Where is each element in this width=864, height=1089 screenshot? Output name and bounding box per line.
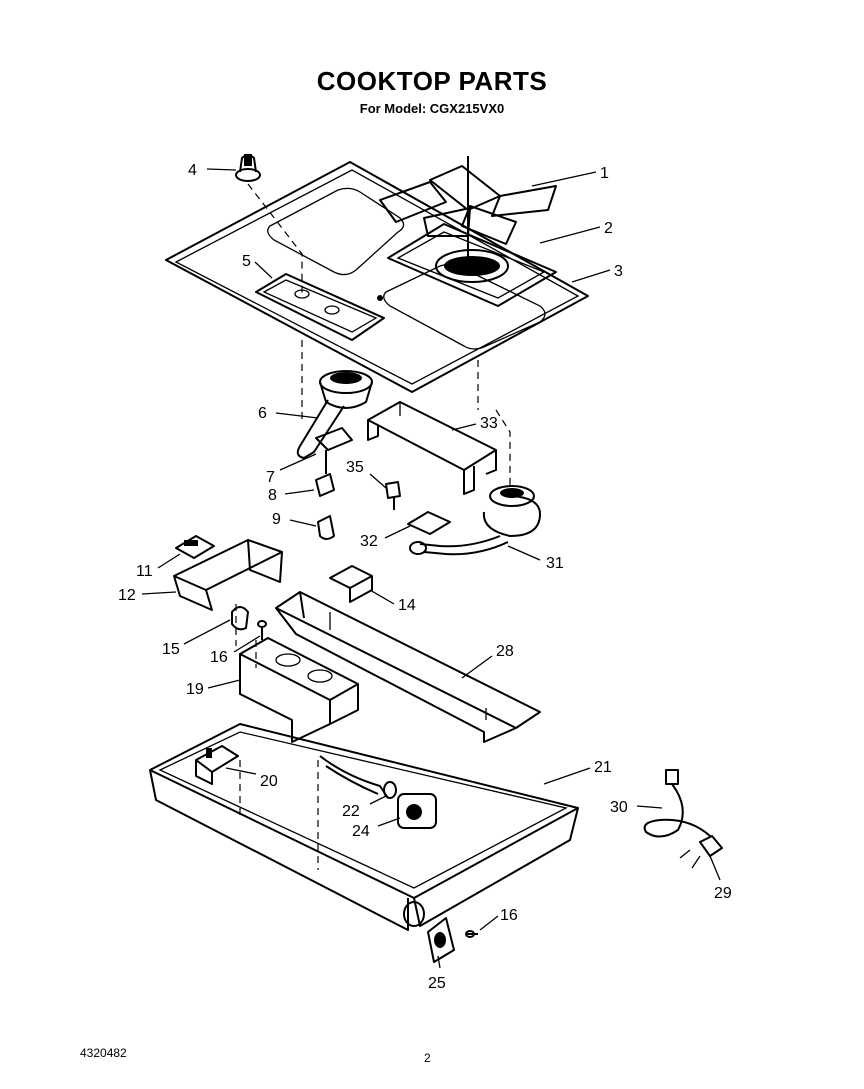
callout-33: 33 <box>480 415 498 432</box>
access-cover <box>427 917 478 963</box>
burner-grate <box>379 156 557 262</box>
control-knob <box>235 154 261 182</box>
callout-5: 5 <box>242 253 251 270</box>
model-subtitle: For Model: CGX215VX0 <box>359 101 505 116</box>
callout-21: 21 <box>594 759 612 776</box>
callout-19: 19 <box>186 681 204 698</box>
burner-bowl <box>387 223 557 307</box>
callout-24: 24 <box>352 823 370 840</box>
callout-12: 12 <box>118 587 136 604</box>
callout-15: 15 <box>162 641 180 658</box>
small-hardware <box>385 481 451 535</box>
cooktop-panel <box>165 161 589 393</box>
callout-11: 11 <box>136 563 153 580</box>
callout-6: 6 <box>258 405 267 422</box>
callout-35: 35 <box>346 459 364 476</box>
callout-31: 31 <box>546 555 564 572</box>
internal-components <box>195 745 437 829</box>
left-bracket <box>173 535 283 611</box>
base-pan <box>149 723 579 931</box>
callout-20: 20 <box>260 773 278 790</box>
burner-box <box>239 637 359 743</box>
callout-7: 7 <box>266 469 275 486</box>
callout-16-lower: 16 <box>500 907 518 924</box>
screw-upper <box>257 620 267 640</box>
callout-9: 9 <box>272 511 281 528</box>
small-bracket <box>329 565 373 603</box>
callout-25: 25 <box>428 975 446 992</box>
left-burner-assembly <box>296 370 373 540</box>
wire-clip <box>231 606 249 631</box>
page-number: 2 <box>424 1051 431 1065</box>
control-trim <box>255 273 385 341</box>
callout-29: 29 <box>714 885 732 902</box>
part-number: 4320482 <box>80 1046 127 1060</box>
power-cord <box>643 769 723 869</box>
callout-labels: 4 1 2 3 5 6 7 8 9 33 35 32 31 11 12 14 1… <box>118 162 732 992</box>
burner-bracket <box>367 401 497 495</box>
manifold-bracket <box>275 591 541 743</box>
callout-32: 32 <box>360 533 378 550</box>
callout-8: 8 <box>268 487 277 504</box>
callout-2: 2 <box>604 220 613 237</box>
callout-28: 28 <box>496 643 514 660</box>
callout-14: 14 <box>398 597 416 614</box>
leader-lines <box>141 168 721 969</box>
page-title: COOKTOP PARTS <box>316 66 548 96</box>
callout-30: 30 <box>610 799 628 816</box>
callout-22: 22 <box>342 803 360 820</box>
callout-3: 3 <box>614 263 623 280</box>
callout-16-upper: 16 <box>210 649 228 666</box>
right-burner-assembly <box>409 485 541 556</box>
callout-1: 1 <box>600 165 609 182</box>
callout-4: 4 <box>188 162 197 179</box>
